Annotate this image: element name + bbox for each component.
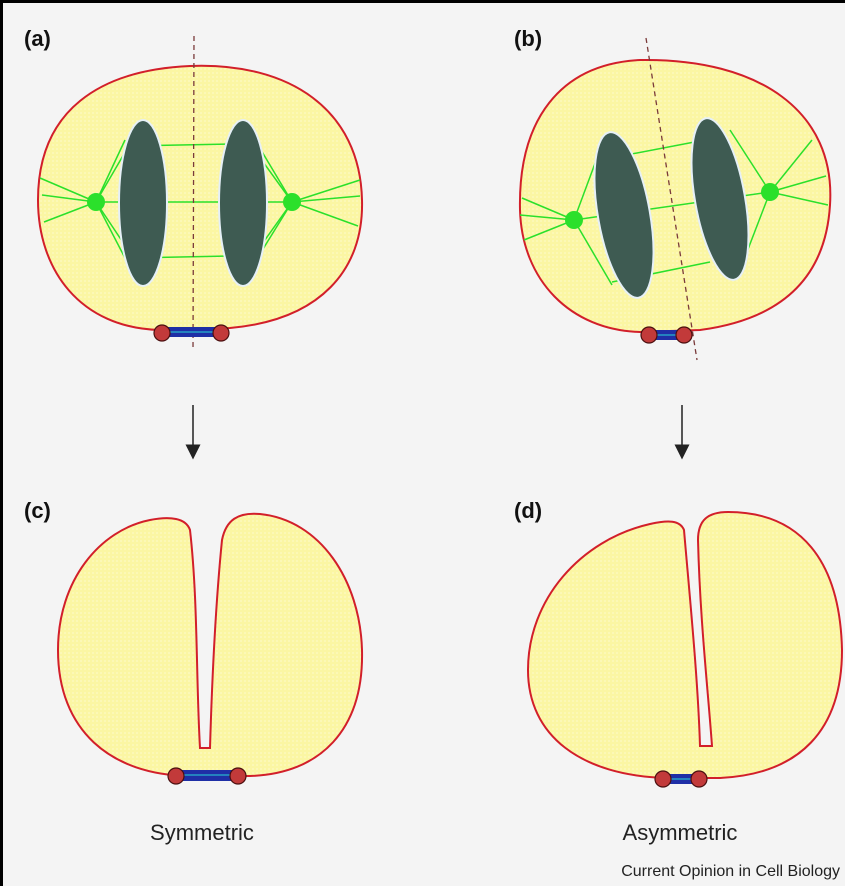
centrosome-b-left (565, 211, 583, 229)
panel-b-label: (b) (514, 26, 542, 51)
centrosome-a-left (87, 193, 105, 211)
panel-c: (c) Symmetric (24, 498, 362, 845)
panel-c-label: (c) (24, 498, 51, 523)
midbody-a (154, 325, 229, 341)
figure-credit: Current Opinion in Cell Biology (621, 863, 840, 880)
chromosome-a-right (219, 120, 267, 286)
centrosome-b-right (761, 183, 779, 201)
centrosome-a-right (283, 193, 301, 211)
chromosome-a-left (119, 120, 167, 286)
cell-d-body (528, 512, 842, 778)
cell-c-body (58, 514, 362, 776)
caption-symmetric: Symmetric (150, 820, 254, 845)
panel-d-label: (d) (514, 498, 542, 523)
panel-d: (d) Asymmetric (514, 498, 842, 845)
cell-b-body (520, 60, 830, 332)
panel-b: (b) (514, 26, 830, 360)
panel-a-label: (a) (24, 26, 51, 51)
midbody-c (168, 768, 246, 784)
panel-a: (a) (24, 26, 362, 350)
caption-asymmetric: Asymmetric (623, 820, 738, 845)
